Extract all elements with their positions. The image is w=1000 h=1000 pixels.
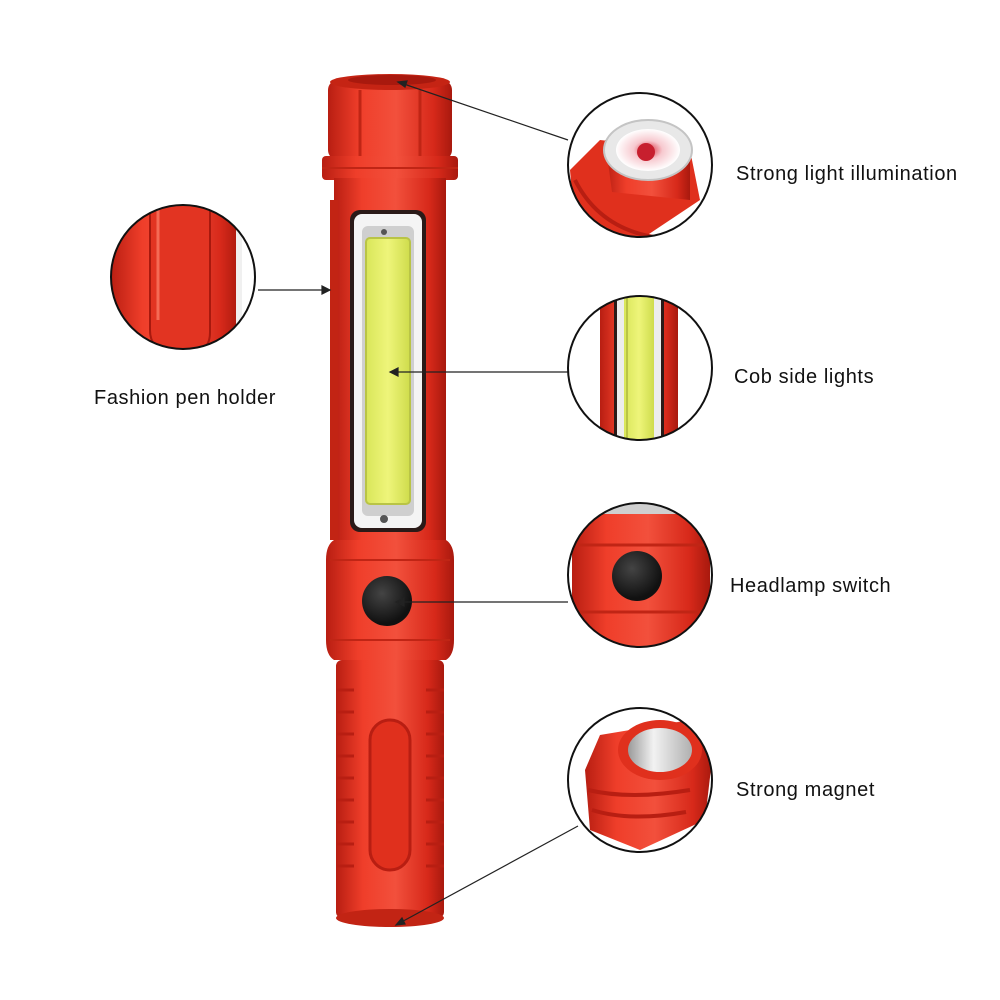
callout-lines — [258, 80, 579, 926]
zoom-circle-head — [567, 92, 713, 238]
callout-pen-holder: Fashion pen holder — [94, 387, 277, 409]
callout-cob-lights: Cob side lights — [734, 366, 875, 388]
callout-strong-light: Strong light illumination — [736, 163, 958, 185]
zoom-circle-cob — [567, 295, 713, 441]
callout-headlamp-switch: Headlamp switch — [730, 575, 892, 597]
switch-knob — [362, 576, 412, 626]
zoom-circle-clip — [110, 204, 256, 350]
zoom-circle-magnet — [567, 707, 713, 853]
zoom-circle-switch — [567, 502, 713, 648]
callout-strong-magnet: Strong magnet — [736, 779, 875, 801]
cob-light-panel — [350, 210, 426, 532]
